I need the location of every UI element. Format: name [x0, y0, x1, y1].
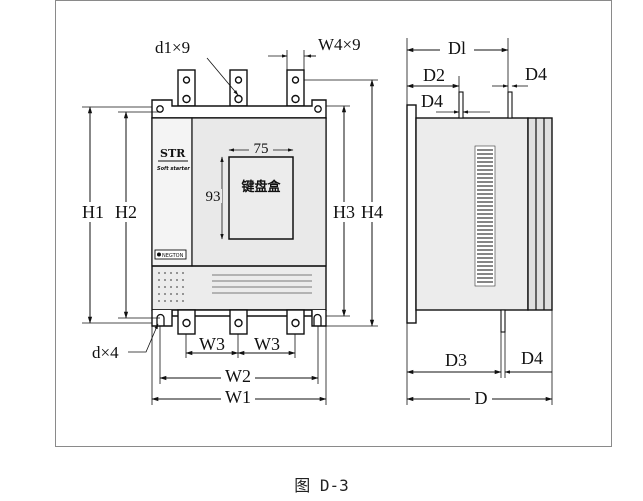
- dx4-label: d×4: [92, 343, 119, 362]
- tagline-label: Soft starter: [157, 166, 190, 172]
- keypad-label: 键盘盒: [240, 179, 281, 194]
- w1-label: W1: [225, 387, 251, 407]
- bottom-terminals: [177, 309, 305, 335]
- d3-label: D3: [445, 350, 467, 370]
- keypad-width-label: 75: [254, 141, 269, 157]
- d1-label: Dl: [448, 38, 466, 58]
- w3-right-label: W3: [254, 334, 280, 354]
- keypad-box: [228, 156, 294, 240]
- d2-label: D2: [423, 65, 445, 85]
- figure-caption: 图 D-3: [294, 476, 349, 495]
- vent-slots: [212, 274, 312, 294]
- d4-bottom-label: D4: [521, 348, 543, 368]
- keypad-height-label: 93: [206, 189, 221, 205]
- drawing-frame: [55, 0, 612, 447]
- h2-label: H2: [115, 202, 137, 222]
- d4-mid-label: D4: [421, 91, 443, 111]
- h1-label: H1: [82, 202, 104, 222]
- brand-label: STR: [160, 147, 186, 160]
- w2-label: W2: [225, 366, 251, 386]
- h3-label: H3: [333, 202, 355, 222]
- w3-left-label: W3: [199, 334, 225, 354]
- top-terminals: [177, 69, 305, 107]
- d1x9-label: d1×9: [155, 38, 190, 57]
- side-view: Dl D2 D4 D4 D3 D4 D: [406, 38, 553, 408]
- logo-label: NEGTON: [162, 253, 184, 259]
- dot-grid: [158, 272, 184, 302]
- d-label: D: [475, 388, 488, 408]
- d4-top-label: D4: [525, 64, 547, 84]
- h4-label: H4: [361, 202, 383, 222]
- front-view: STR Soft starter NEGTON 键盘盒 75 93: [80, 35, 385, 407]
- side-vents: [474, 145, 496, 287]
- w4x9-label: W4×9: [318, 35, 361, 54]
